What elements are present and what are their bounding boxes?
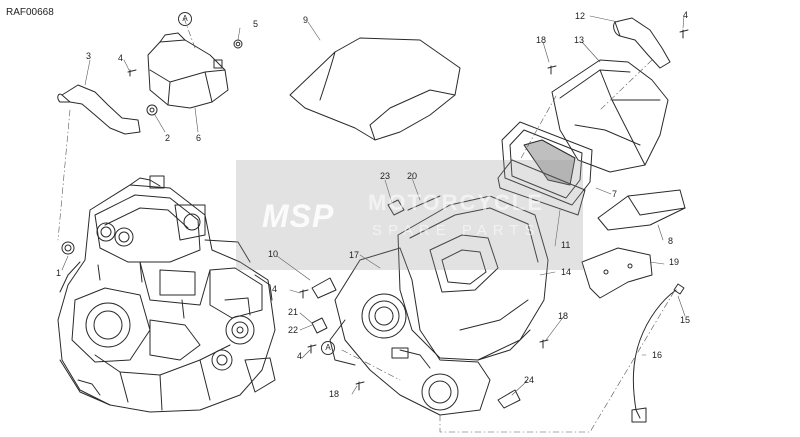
watermark-line1: MOTORCYCLE bbox=[368, 190, 545, 215]
callout-4-bracket: 4 bbox=[272, 284, 278, 294]
drawing-code: RAF00668 bbox=[6, 7, 54, 18]
callout-24: 24 bbox=[524, 375, 535, 385]
callout-15: 15 bbox=[680, 315, 691, 325]
marker-a-lower: A bbox=[321, 341, 335, 355]
intake-hose-drawing bbox=[61, 84, 141, 135]
breather-tank-drawing bbox=[147, 32, 229, 109]
watermark-band bbox=[236, 160, 583, 270]
seat-cover-drawing bbox=[289, 37, 461, 141]
callout-4-lower: 4 bbox=[297, 351, 303, 361]
callout-2: 2 bbox=[165, 133, 171, 143]
callout-17: 17 bbox=[349, 250, 360, 260]
callout-20: 20 bbox=[407, 171, 418, 181]
callout-23: 23 bbox=[380, 171, 391, 181]
callout-18-top: 18 bbox=[536, 35, 547, 45]
callout-16: 16 bbox=[652, 350, 663, 360]
callout-4-tank: 4 bbox=[118, 53, 124, 63]
callout-9: 9 bbox=[303, 15, 309, 25]
callout-18-bottom: 18 bbox=[329, 389, 340, 399]
callout-5: 5 bbox=[253, 19, 259, 29]
marker-a-top: A bbox=[178, 12, 192, 26]
tube-drawing bbox=[614, 17, 671, 69]
callout-12: 12 bbox=[575, 11, 586, 21]
callout-8: 8 bbox=[668, 236, 674, 246]
callout-22: 22 bbox=[288, 325, 299, 335]
callout-3: 3 bbox=[86, 51, 92, 61]
callout-18-right: 18 bbox=[558, 311, 569, 321]
watermark-line2: SPARE PARTS bbox=[372, 222, 541, 239]
bracket-drawing bbox=[581, 247, 653, 299]
air-filter-drawing bbox=[497, 121, 593, 216]
callout-10: 10 bbox=[268, 249, 279, 259]
callout-13: 13 bbox=[574, 35, 585, 45]
engine-drawing bbox=[57, 175, 276, 413]
watermark-logo: MSP bbox=[262, 198, 335, 234]
air-filter-cover-drawing bbox=[547, 59, 669, 173]
callout-1: 1 bbox=[56, 268, 62, 278]
callout-4-hose: 4 bbox=[683, 10, 689, 20]
callout-7: 7 bbox=[612, 189, 618, 199]
airbox-drawing bbox=[329, 195, 549, 416]
callout-21: 21 bbox=[288, 307, 299, 317]
callout-19: 19 bbox=[669, 257, 680, 267]
cable-drawing bbox=[632, 289, 677, 419]
callout-6: 6 bbox=[196, 133, 202, 143]
callout-14: 14 bbox=[561, 267, 572, 277]
callout-11: 11 bbox=[561, 240, 571, 250]
